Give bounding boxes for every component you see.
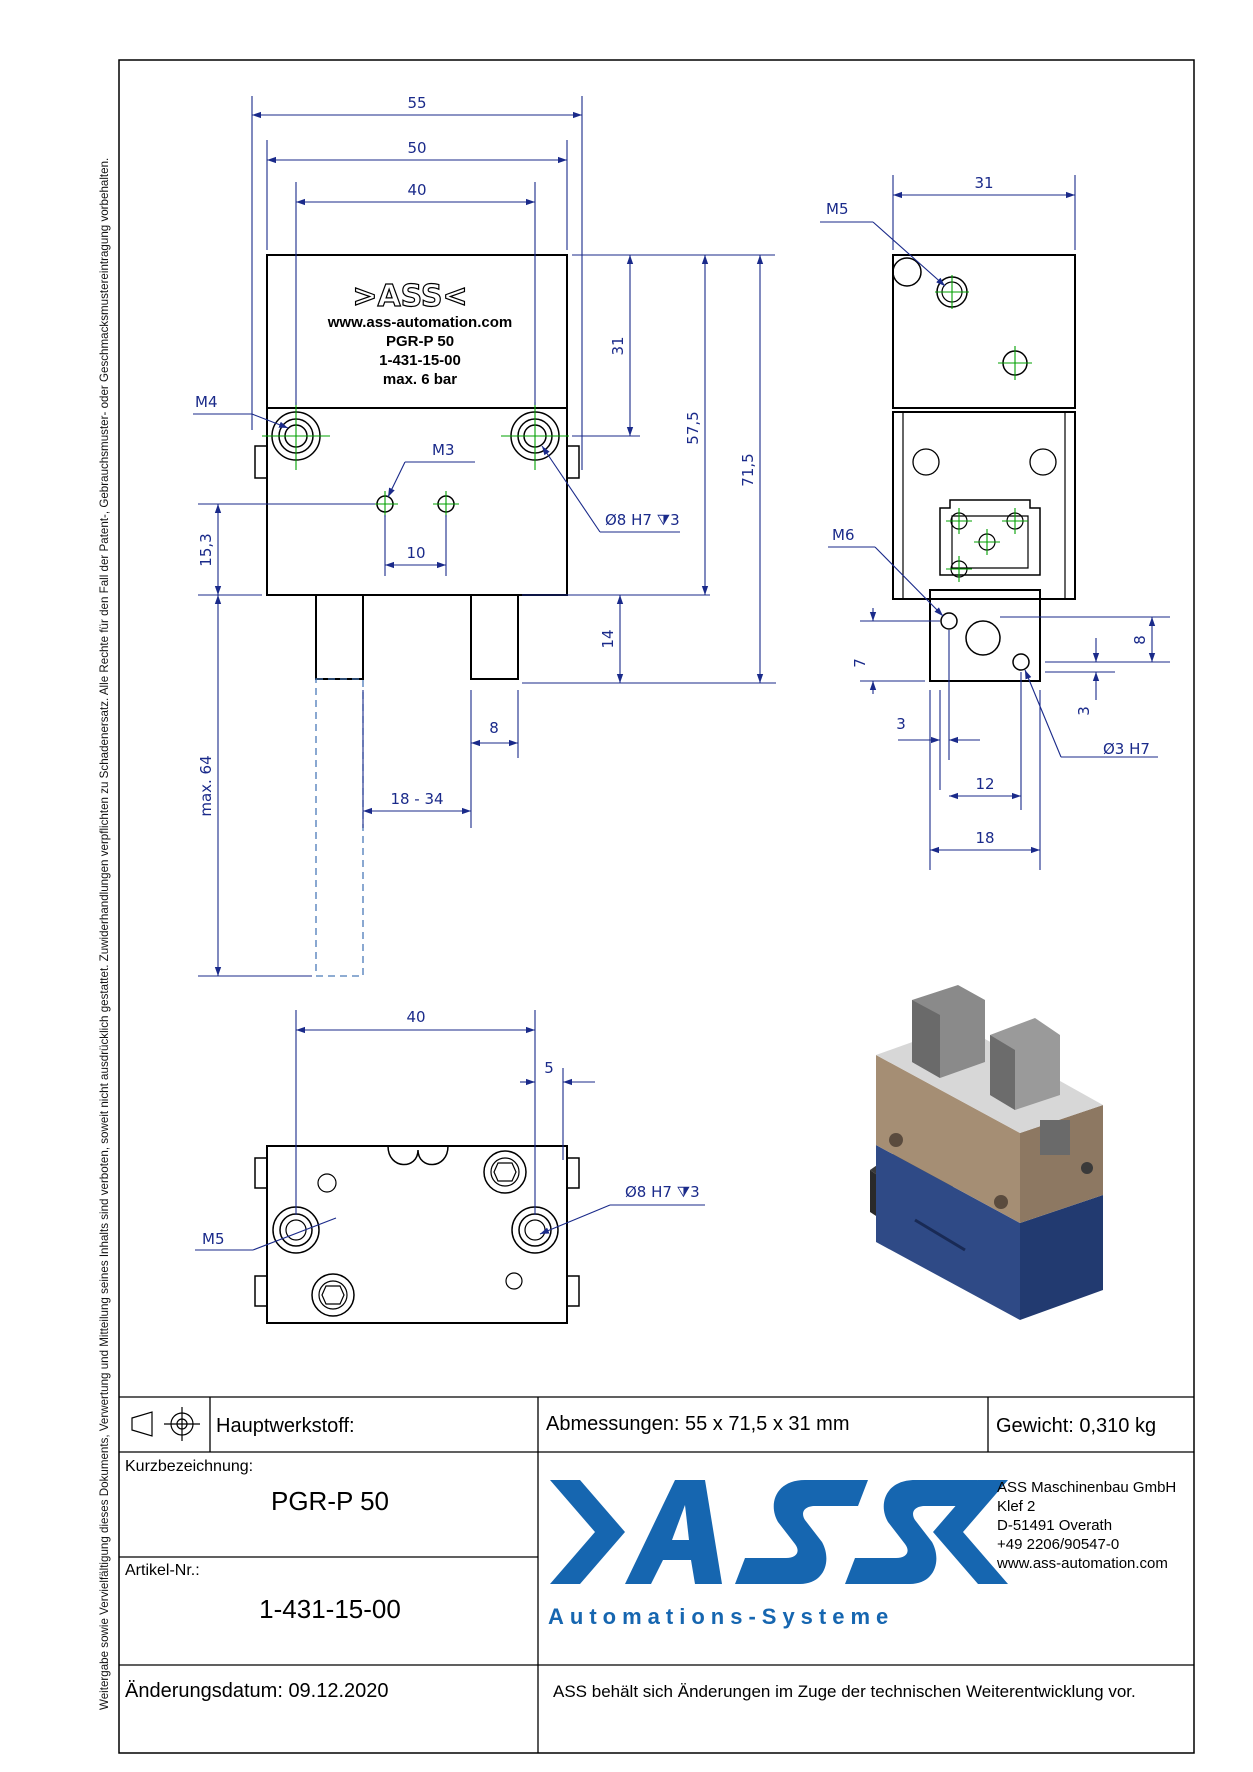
weight-value: Gewicht: 0,310 kg (996, 1415, 1156, 1437)
bottom-dimension-lines (195, 1010, 705, 1251)
short-designation-label: Kurzbezeichnung: (125, 1458, 253, 1475)
dim-side-18: 18 (975, 829, 994, 847)
front-centerlines (262, 402, 569, 517)
bottom-body (266, 1145, 568, 1324)
dim-40: 40 (407, 181, 426, 199)
dim-8: 8 (489, 719, 499, 737)
article-number-value: 1-431-15-00 (259, 1594, 401, 1624)
jaw-left (315, 594, 364, 680)
bottom-screw-top (483, 1150, 527, 1194)
material-label: Hauptwerkstoff: (216, 1415, 355, 1437)
company-website: www.ass-automation.com (996, 1555, 1168, 1572)
bottom-view (254, 1145, 580, 1324)
logo-subtitle: Automations-Systeme (548, 1604, 894, 1629)
m6-hole-side (940, 612, 958, 630)
dim-side-12: 12 (975, 775, 994, 793)
bottom-screw-bottom (311, 1273, 355, 1317)
dim-side-31: 31 (974, 174, 993, 192)
engraved-pressure: max. 6 bar (383, 371, 457, 388)
callout-m6-side: M6 (832, 526, 855, 544)
dim-stroke: 18 - 34 (390, 790, 443, 808)
projection-symbol-icon (131, 1407, 200, 1441)
callout-pin-bottom: Ø8 H7 ⧩3 (625, 1183, 700, 1201)
dimensions-value: Abmessungen: 55 x 71,5 x 31 mm (546, 1413, 850, 1435)
title-block-lines (119, 1396, 1194, 1753)
side-lower-body (892, 411, 1076, 600)
side-jaw (929, 589, 1041, 682)
svg-text:>ASS<: >ASS< (352, 279, 467, 314)
dim-50: 50 (407, 139, 426, 157)
disclaimer: ASS behält sich Änderungen im Zuge der t… (553, 1682, 1136, 1701)
side-centerlines (935, 275, 1032, 582)
dim-31: 31 (609, 336, 627, 355)
bottom-slot (387, 1145, 449, 1166)
engraved-model: PGR-P 50 (386, 333, 454, 350)
callout-m5-side: M5 (826, 200, 849, 218)
jaw-right (470, 594, 519, 680)
dim-55: 55 (407, 94, 426, 112)
callout-m3: M3 (432, 441, 455, 459)
iso-body-blue-left (876, 1145, 1020, 1320)
company-city: D-51491 Overath (997, 1517, 1112, 1534)
dim-side-8: 8 (1131, 635, 1149, 645)
dim-10: 10 (406, 544, 425, 562)
iso-body-blue-right (1020, 1195, 1103, 1320)
callout-m5-bottom: M5 (202, 1230, 225, 1248)
change-date: Änderungsdatum: 09.12.2020 (125, 1680, 389, 1702)
m5-hole-side-1 (892, 257, 922, 287)
front-side-nub-right (566, 445, 580, 479)
front-lower-body (266, 407, 568, 596)
dim-bottom-40: 40 (406, 1008, 425, 1026)
jaw-finger-phantom (315, 678, 364, 977)
engraved-logo: >ASS< (352, 278, 469, 314)
dim-14: 14 (599, 629, 617, 648)
dim-57-5: 57,5 (684, 411, 702, 444)
side-dimension-lines (820, 175, 1170, 870)
dim-bottom-5: 5 (544, 1059, 554, 1077)
article-number-label: Artikel-Nr.: (125, 1562, 200, 1579)
dim-71-5: 71,5 (739, 453, 757, 486)
side-jaw-center (965, 620, 1001, 656)
dim-side-7: 7 (851, 658, 869, 668)
side-upper-body (892, 254, 1076, 409)
front-dimension-lines (193, 96, 776, 977)
dim-side-3-horizontal: 3 (896, 715, 906, 733)
pin-3-hole (1012, 653, 1030, 671)
engraved-url: www.ass-automation.com (327, 314, 512, 331)
company-name: ASS Maschinenbau GmbH (997, 1479, 1176, 1496)
isometric-render (870, 985, 1103, 1320)
iso-body-bronze-left (876, 1055, 1020, 1223)
dim-max-64: max. 64 (197, 755, 215, 816)
company-phone: +49 2206/90547-0 (997, 1536, 1119, 1553)
callout-pin-side: Ø3 H7 (1103, 740, 1150, 758)
engraved-article: 1-431-15-00 (379, 352, 461, 369)
dim-15-3: 15,3 (197, 533, 215, 566)
company-street: Klef 2 (997, 1498, 1035, 1515)
sheet-border (118, 59, 1195, 1754)
short-designation-value: PGR-P 50 (271, 1486, 389, 1516)
dim-side-3-vertical: 3 (1075, 706, 1093, 716)
side-jaw-guide (939, 499, 1041, 576)
callout-pin-front: Ø8 H7 ⧩3 (605, 511, 680, 529)
company-logo (550, 1480, 1008, 1584)
front-side-nub-left (254, 445, 268, 479)
callout-m4: M4 (195, 393, 218, 411)
